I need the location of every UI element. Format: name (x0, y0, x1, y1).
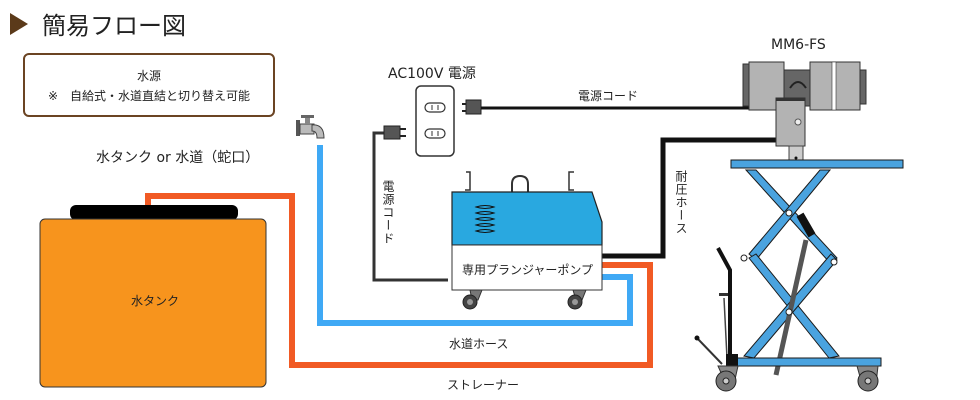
tank-label: 水タンク (131, 294, 180, 308)
water-tank (39, 218, 267, 388)
plug-right-icon (462, 99, 482, 115)
plug-left-icon (383, 125, 406, 140)
power-cord-vertical-label: 電源コード (381, 180, 395, 245)
page-title: 簡易フロー図 (10, 6, 186, 41)
strainer-hose (145, 193, 653, 368)
water-source-note-box: 水源 ※ 自給式・水道直結と切り替え可能 (23, 53, 275, 117)
plunger-pump (451, 171, 603, 310)
device-model-label: MM6-FS (771, 37, 826, 53)
power-cord-horizontal-label: 電源コード (578, 89, 639, 103)
water-source-title: 水源 (136, 69, 161, 83)
power-outlet (415, 85, 455, 157)
tap-hose-label: 水道ホース (449, 337, 509, 351)
pump-label: 専用プランジャーポンプ (462, 263, 594, 277)
water-source-note: ※ 自給式・水道直結と切り替え可能 (47, 89, 251, 103)
pressure-hose (600, 137, 778, 259)
strainer-label: ストレーナー (447, 378, 520, 392)
power-supply-label: AC100V 電源 (388, 66, 476, 82)
faucet-icon (296, 115, 325, 139)
tank-lid (70, 205, 238, 220)
mm6-fs-device (742, 61, 867, 161)
tap-hose (317, 145, 633, 326)
page-title-text: 簡易フロー図 (42, 12, 186, 40)
scissor-lift (694, 159, 904, 392)
power-cord-to-pump (372, 131, 448, 282)
water-source-options-label: 水タンク or 水道（蛇口） (96, 150, 260, 166)
pressure-hose-label: 耐圧ホース (674, 170, 688, 235)
triangle-bullet-icon (10, 12, 28, 35)
